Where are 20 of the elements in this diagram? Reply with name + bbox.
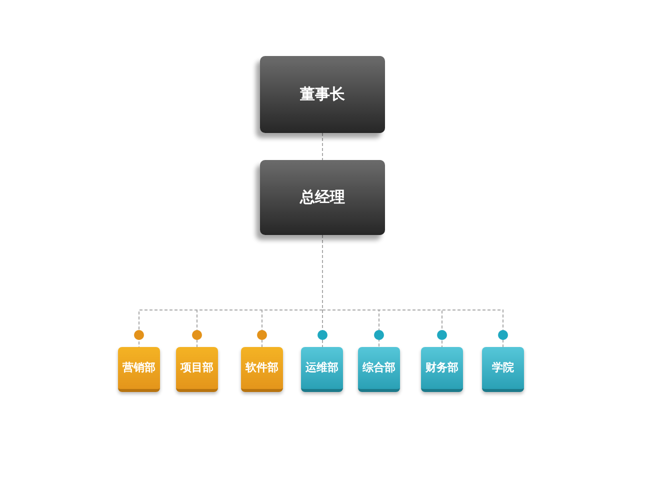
node-text: 运维部	[306, 362, 338, 374]
node-text: 项目部	[180, 362, 214, 374]
node-text: 营销部	[122, 362, 156, 374]
position-box	[260, 160, 385, 235]
department-box	[301, 347, 343, 392]
department-box	[421, 347, 463, 392]
node-text: 学院	[492, 362, 514, 374]
department-box	[176, 347, 218, 392]
node-text: 财务部	[426, 362, 458, 374]
node-text: 软件部	[246, 362, 278, 374]
position-box	[260, 56, 385, 133]
department-box	[241, 347, 283, 392]
node-text: 总经理	[300, 188, 345, 207]
node-text: 综合部	[362, 362, 396, 374]
connector-line	[322, 234, 508, 348]
department-box	[118, 347, 160, 392]
department-box	[482, 347, 524, 392]
connector-line	[322, 132, 323, 160]
department-box	[358, 347, 400, 392]
node-text: 董事长	[300, 85, 345, 104]
